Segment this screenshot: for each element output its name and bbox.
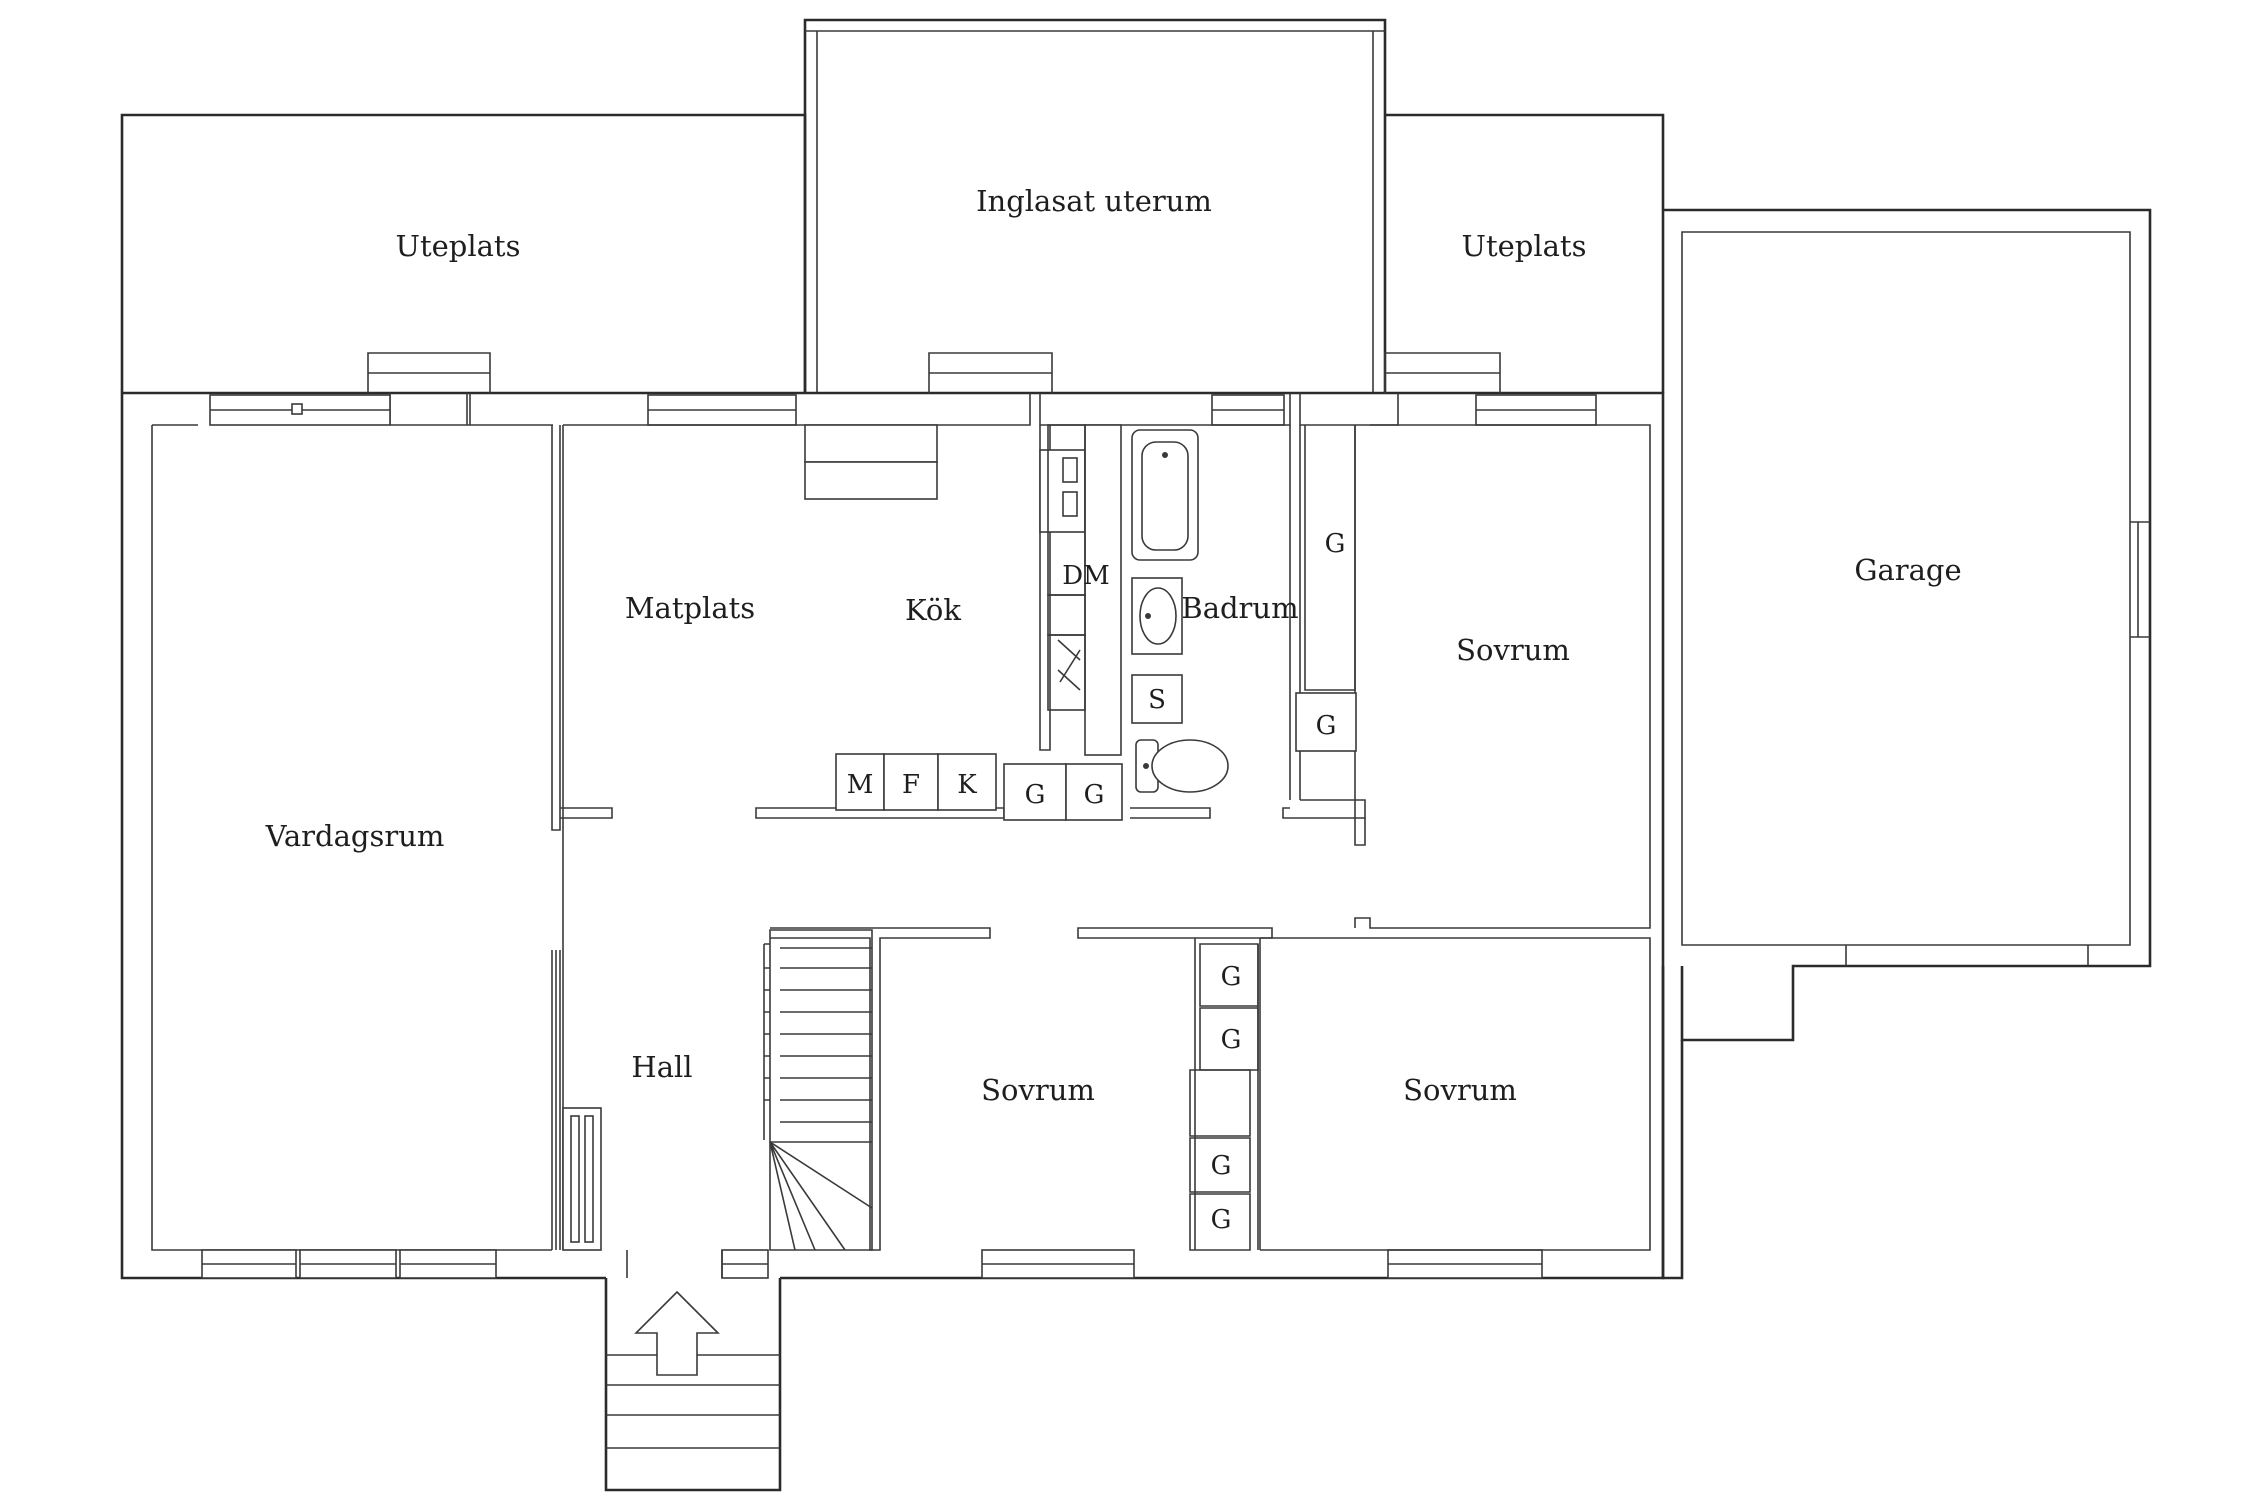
label-g-kitchen-2: G — [1084, 780, 1105, 810]
label-g-kitchen-1: G — [1025, 780, 1046, 810]
bathroom-fixtures — [1131, 429, 1357, 793]
label-inglasat-uterum: Inglasat uterum — [976, 184, 1212, 218]
room-labels: Uteplats Inglasat uterum Uteplats Garage… — [265, 184, 1962, 1107]
label-sovrum-right: Sovrum — [1456, 633, 1570, 667]
label-dm: DM — [1062, 561, 1109, 591]
label-k: K — [957, 770, 977, 800]
label-g-mid-2: G — [1221, 1025, 1242, 1055]
entrance-steps — [604, 1250, 782, 1492]
label-garage: Garage — [1854, 553, 1961, 587]
label-uteplats-left: Uteplats — [396, 229, 521, 263]
kitchen-fixtures — [804, 424, 1123, 821]
label-g-mid-4: G — [1211, 1205, 1232, 1235]
garage — [1661, 208, 2152, 1280]
outdoor-outlines — [120, 18, 1665, 393]
label-s: S — [1148, 685, 1166, 715]
label-sovrum-bottom-right: Sovrum — [1403, 1073, 1517, 1107]
label-f: F — [902, 770, 920, 800]
radiator — [562, 1107, 602, 1251]
windows — [201, 352, 1597, 1279]
label-matplats: Matplats — [625, 591, 755, 625]
stairs — [763, 929, 873, 1251]
label-uteplats-right: Uteplats — [1462, 229, 1587, 263]
label-hall: Hall — [631, 1050, 692, 1084]
label-badrum: Badrum — [1181, 591, 1298, 625]
label-g-closet-lower: G — [1316, 711, 1337, 741]
label-kok: Kök — [905, 593, 961, 627]
label-sovrum-middle: Sovrum — [981, 1073, 1095, 1107]
label-vardagsrum: Vardagsrum — [265, 819, 445, 853]
fixture-labels: DM S M F K G G G G G G G G — [847, 529, 1346, 1235]
label-g-closet-top: G — [1325, 529, 1346, 559]
entrance-arrow-icon — [634, 1290, 720, 1376]
label-g-mid-1: G — [1221, 962, 1242, 992]
label-g-mid-3: G — [1211, 1151, 1232, 1181]
label-m: M — [847, 770, 874, 800]
